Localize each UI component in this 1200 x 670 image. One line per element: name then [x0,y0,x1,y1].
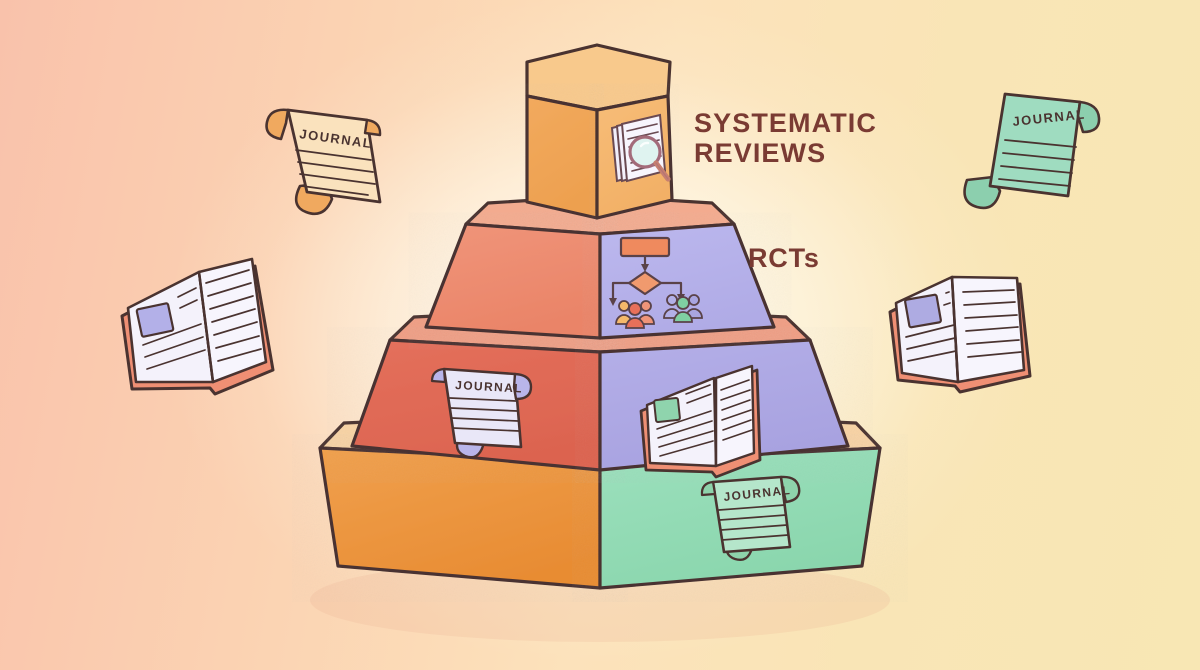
open-book-right [888,275,1032,394]
tier-2-left-face [424,222,602,340]
journal-scroll-base-icon: JOURNAL [700,475,801,562]
participant-group-control [615,300,655,329]
open-book-left [120,257,275,396]
pyramid-ground-shadow [310,558,890,642]
open-book-tier3-icon [639,364,762,479]
scroll-journal-text-tier3: JOURNAL [455,378,523,396]
journal-scroll-top-right: JOURNAL [963,92,1101,210]
documents-magnifier-icon [610,113,671,183]
label-systematic-reviews: SYSTEMATIC REVIEWS [694,108,878,169]
tier-1-left-face [525,94,599,220]
journal-scroll-top-left: JOURNAL [265,108,382,216]
label-rcts: RCTs [748,243,820,273]
randomization-flowchart-icon [609,236,703,329]
tier-base-left-face [318,446,602,590]
journal-scroll-tier3-icon: JOURNAL [430,367,533,459]
participant-group-treatment [663,294,703,323]
